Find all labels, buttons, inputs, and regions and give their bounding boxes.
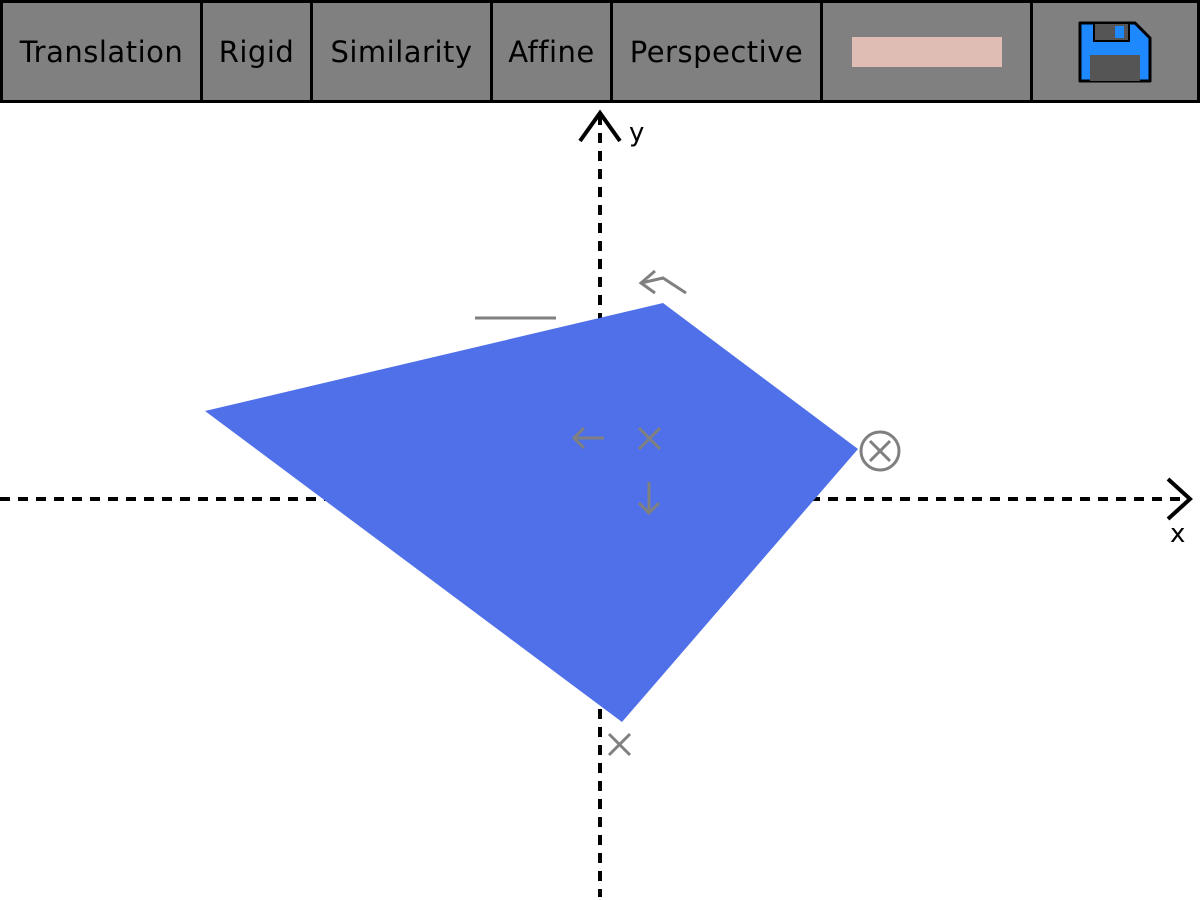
save-button[interactable]	[1030, 0, 1200, 103]
canvas-svg: y x	[0, 109, 1193, 897]
transform-handles	[475, 269, 901, 757]
drawing-canvas[interactable]: y x	[0, 103, 1200, 900]
translation-mode-label: Translation	[19, 34, 184, 69]
similarity-mode-button[interactable]: Similarity	[310, 0, 493, 103]
transformed-quadrilateral[interactable]	[205, 303, 858, 722]
scale-y-arrow-icon[interactable]	[637, 482, 661, 516]
perspective-mode-button[interactable]: Perspective	[610, 0, 823, 103]
rigid-mode-button[interactable]: Rigid	[200, 0, 313, 103]
center-move-handle-icon[interactable]	[637, 426, 662, 451]
y-axis-arrow-icon	[578, 109, 622, 143]
corner-handle-x-icon[interactable]	[607, 732, 632, 757]
affine-mode-button[interactable]: Affine	[490, 0, 613, 103]
scale-x-arrow-icon[interactable]	[571, 426, 604, 450]
similarity-mode-label: Similarity	[330, 34, 473, 69]
toolbar: Translation Rigid Similarity Affine Pers…	[0, 0, 1200, 103]
rigid-mode-label: Rigid	[218, 34, 295, 69]
color-swatch	[851, 36, 1002, 67]
translation-mode-button[interactable]: Translation	[0, 0, 203, 103]
x-axis-label: x	[1170, 519, 1185, 549]
corner-handle-circle-icon[interactable]	[859, 430, 901, 472]
color-picker-button[interactable]	[820, 0, 1033, 103]
floppy-disk-icon	[1078, 21, 1152, 82]
perspective-mode-label: Perspective	[629, 34, 804, 69]
y-axis-label: y	[629, 118, 644, 148]
affine-mode-label: Affine	[508, 34, 595, 69]
x-axis-arrow-icon	[1166, 477, 1193, 521]
rotate-handle-icon[interactable]	[638, 269, 687, 295]
